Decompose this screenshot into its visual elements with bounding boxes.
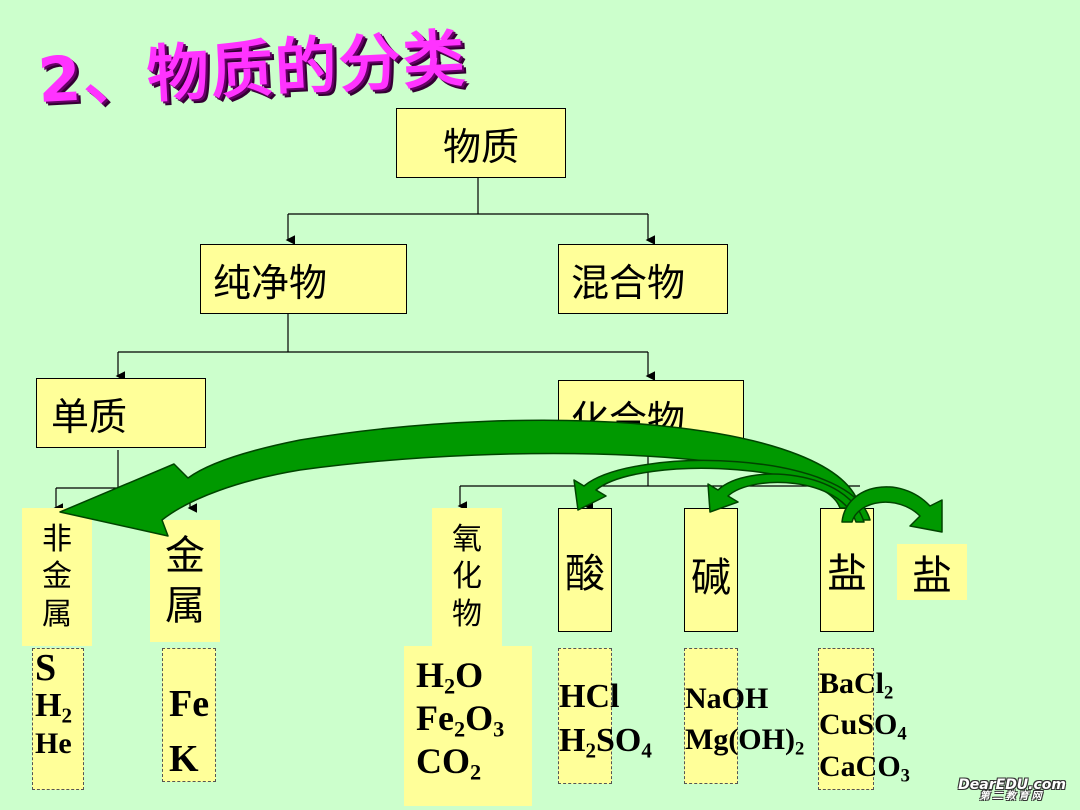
formula-he: He — [35, 729, 83, 759]
formula-subscript: 3 — [900, 765, 910, 787]
formula-text: S — [35, 647, 57, 689]
node-matter: 物质 — [396, 108, 566, 178]
formula-line: H2O — [416, 654, 532, 697]
formula-text: HCl — [559, 678, 620, 715]
formula-line: Fe2O3 — [416, 697, 532, 740]
formula-line: HCl — [559, 675, 619, 719]
formula-text: H — [559, 722, 586, 760]
formula-text: SO — [596, 722, 642, 760]
node-acid-label: 酸 — [565, 551, 605, 597]
formula-text: BaCl — [819, 667, 885, 700]
node-base: 碱 — [684, 508, 738, 632]
node-pure-substance: 纯净物 — [200, 244, 407, 314]
node-matter-label: 物质 — [442, 124, 519, 169]
arrow-salt-to-salt — [841, 486, 943, 533]
formula-k: K — [169, 738, 199, 781]
formula-subscript: 2 — [61, 703, 72, 728]
formula-text: NaOH — [685, 682, 769, 715]
formula-h2: H2 — [35, 687, 83, 726]
node-salt: 盐 — [820, 508, 874, 632]
formula-line: BaCl2 — [819, 663, 893, 704]
node-base-label: 碱 — [691, 555, 731, 601]
node-oxide: 氧 化 物 — [432, 508, 502, 646]
node-oxide-char: 氧 — [452, 521, 482, 557]
node-pure-substance-label: 纯净物 — [213, 260, 328, 305]
formula-text: CaCO — [819, 749, 901, 783]
big-arrow-salt-to-metal — [59, 419, 861, 537]
arrow-salt-to-base — [707, 473, 865, 523]
formula-line: CO2 — [416, 740, 532, 783]
formula-fe: Fe — [169, 683, 210, 725]
node-metal: 金 属 — [150, 520, 220, 642]
examples-nonmetal: S H2 He — [32, 648, 84, 790]
watermark-line2: 第二教育网 — [979, 791, 1045, 802]
formula-subscript: 4 — [897, 723, 907, 745]
formula-subscript: 2 — [794, 738, 805, 760]
formula-line: CuSO4 — [819, 704, 907, 745]
formula-text: Mg(OH) — [685, 722, 795, 756]
formula-text: CO — [416, 741, 470, 782]
formula-subscript: 2 — [884, 682, 894, 704]
node-nonmetal: 非 金 属 — [22, 508, 92, 646]
node-nonmetal-char: 非 — [42, 521, 72, 557]
formula-s: S — [35, 649, 83, 687]
node-salt-moved: 盐 — [897, 544, 967, 600]
formula-text: O — [455, 655, 484, 695]
node-nonmetal-char: 金 — [42, 559, 72, 595]
formula-text: O — [465, 698, 494, 739]
node-salt-label: 盐 — [827, 551, 867, 597]
formula-line: NaOH — [685, 679, 768, 720]
node-element: 单质 — [36, 378, 206, 448]
formula-subscript: 4 — [641, 738, 652, 763]
examples-metal: Fe K — [162, 648, 216, 782]
node-oxide-char: 化 — [452, 559, 482, 595]
formula-line: Mg(OH)2 — [685, 720, 804, 761]
node-oxide-char: 物 — [452, 596, 482, 632]
formula-subscript: 2 — [444, 673, 456, 699]
formula-line: H2SO4 — [559, 719, 652, 763]
formula-text: He — [35, 727, 72, 760]
watermark-line1: DearEDU.com — [958, 777, 1066, 793]
formula-text: Fe — [416, 698, 454, 739]
formula-subscript: 3 — [493, 716, 505, 742]
formula-text: H — [35, 687, 62, 724]
node-nonmetal-char: 属 — [42, 596, 72, 632]
formula-subscript: 2 — [470, 760, 482, 786]
formula-subscript: 2 — [585, 738, 596, 763]
node-mixture: 混合物 — [558, 244, 728, 314]
node-metal-char: 金 — [165, 533, 205, 579]
node-mixture-label: 混合物 — [571, 260, 686, 305]
formula-text: H — [416, 655, 445, 695]
examples-base: NaOH Mg(OH)2 — [684, 648, 804, 784]
node-element-label: 单质 — [51, 394, 128, 439]
node-metal-char: 属 — [165, 583, 205, 629]
formula-line: CaCO3 — [819, 746, 910, 787]
node-acid: 酸 — [558, 508, 612, 632]
dearedu-watermark: DearEDU.com 第二教育网 — [958, 778, 1066, 802]
node-salt-moved-label: 盐 — [912, 553, 952, 599]
formula-text: CuSO — [819, 708, 898, 742]
formula-subscript: 2 — [453, 716, 466, 742]
